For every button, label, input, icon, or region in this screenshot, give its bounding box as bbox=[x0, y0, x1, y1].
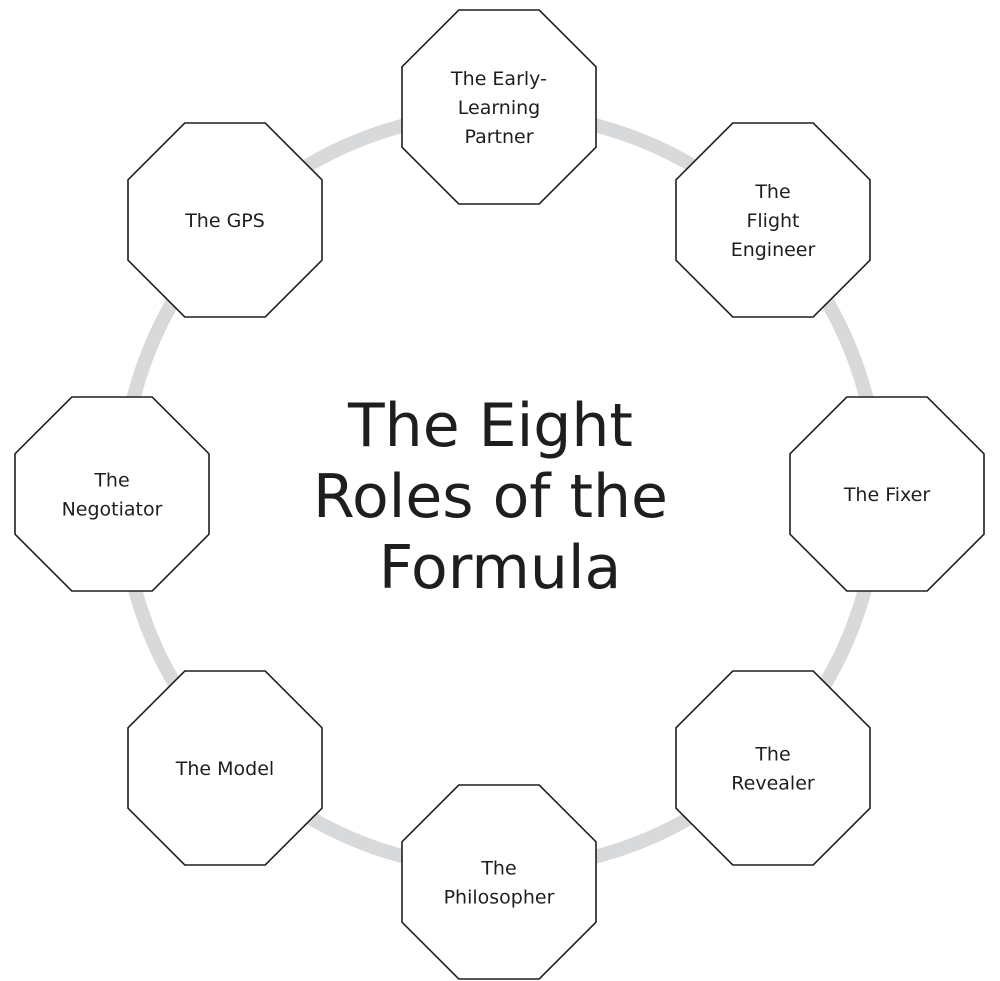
role-label-line: The Fixer bbox=[843, 484, 931, 506]
role-octagon bbox=[675, 670, 871, 866]
role-label-line: Negotiator bbox=[62, 499, 163, 521]
role-octagon bbox=[127, 670, 323, 866]
role-label-line: The bbox=[480, 858, 516, 880]
role-label-line: The Model bbox=[175, 758, 274, 780]
role-label-line: Learning bbox=[458, 97, 541, 119]
role-label-line: Partner bbox=[464, 126, 533, 148]
role-label: The GPS bbox=[184, 210, 265, 232]
role-label-line: The GPS bbox=[184, 210, 265, 232]
role-octagon bbox=[789, 396, 985, 592]
role-label-line: Engineer bbox=[731, 239, 816, 261]
role-label: The Model bbox=[175, 758, 274, 780]
role-label-line: The bbox=[93, 470, 129, 492]
role-fixer: The Fixer bbox=[789, 396, 985, 592]
role-label: The Fixer bbox=[843, 484, 931, 506]
title-line-1: The Eight bbox=[347, 391, 633, 461]
role-label-line: The Early- bbox=[450, 68, 547, 90]
role-gps: The GPS bbox=[127, 122, 323, 318]
role-model: The Model bbox=[127, 670, 323, 866]
role-label-line: The bbox=[754, 181, 790, 203]
role-octagon bbox=[401, 9, 597, 205]
role-octagon bbox=[14, 396, 210, 592]
role-octagon bbox=[127, 122, 323, 318]
role-label-line: Revealer bbox=[731, 773, 815, 795]
role-octagon bbox=[675, 122, 871, 318]
role-label-line: Flight bbox=[746, 210, 799, 232]
role-label-line: The bbox=[754, 744, 790, 766]
diagram-title: The Eight Roles of the Formula bbox=[313, 391, 687, 603]
title-line-2: Roles of the bbox=[313, 462, 668, 532]
role-octagon bbox=[401, 784, 597, 980]
title-line-3: Formula bbox=[379, 533, 622, 603]
role-label-line: Philosopher bbox=[444, 887, 555, 909]
